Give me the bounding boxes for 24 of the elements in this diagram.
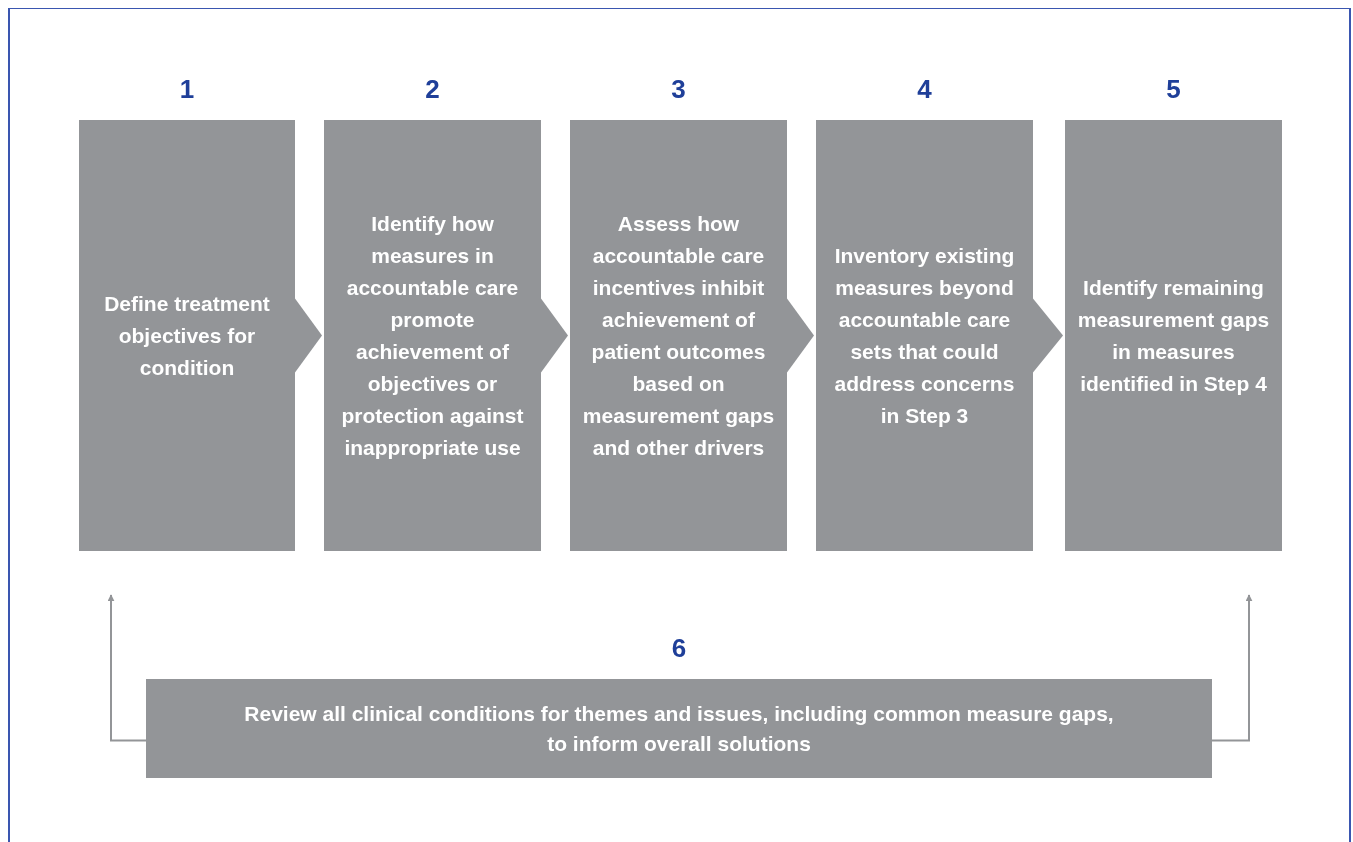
process-box — [324, 120, 541, 551]
step-number: 2 — [424, 76, 441, 102]
step-number: 5 — [1165, 76, 1182, 102]
process-box — [79, 120, 295, 551]
process-box — [570, 120, 787, 551]
step-text: Review all clinical conditions for themes and issues, including common measure gaps, to inform overall solutions — [243, 700, 1115, 757]
arrow — [1211, 594, 1253, 742]
step-number: 3 — [670, 76, 687, 102]
step-number: 6 — [670, 635, 688, 661]
step-text: Identify how measures in accountable care promote achievement of objectives or protection against inappropriate use — [340, 210, 525, 461]
chevron-arrow — [295, 298, 322, 373]
process-box — [816, 120, 1033, 551]
process-box — [146, 679, 1212, 778]
step-text: Assess how accountable care incentives inhibit achievement of patient outcomes based on measurement gaps and other drivers — [582, 210, 775, 461]
step-number: 4 — [916, 76, 933, 102]
chevron-arrow — [541, 298, 568, 373]
step-number: 1 — [178, 76, 196, 102]
arrow — [107, 594, 147, 742]
step-text: Identify remaining measurement gaps in measures identified in Step 4 — [1077, 274, 1270, 397]
step-text: Inventory existing measures beyond accountable care sets that could address concerns in Step 3 — [833, 242, 1016, 429]
process-box — [1065, 120, 1282, 551]
step-text: Define treatment objectives for condition — [103, 290, 271, 381]
chevron-arrow — [1033, 298, 1063, 373]
chevron-arrow — [787, 298, 814, 373]
